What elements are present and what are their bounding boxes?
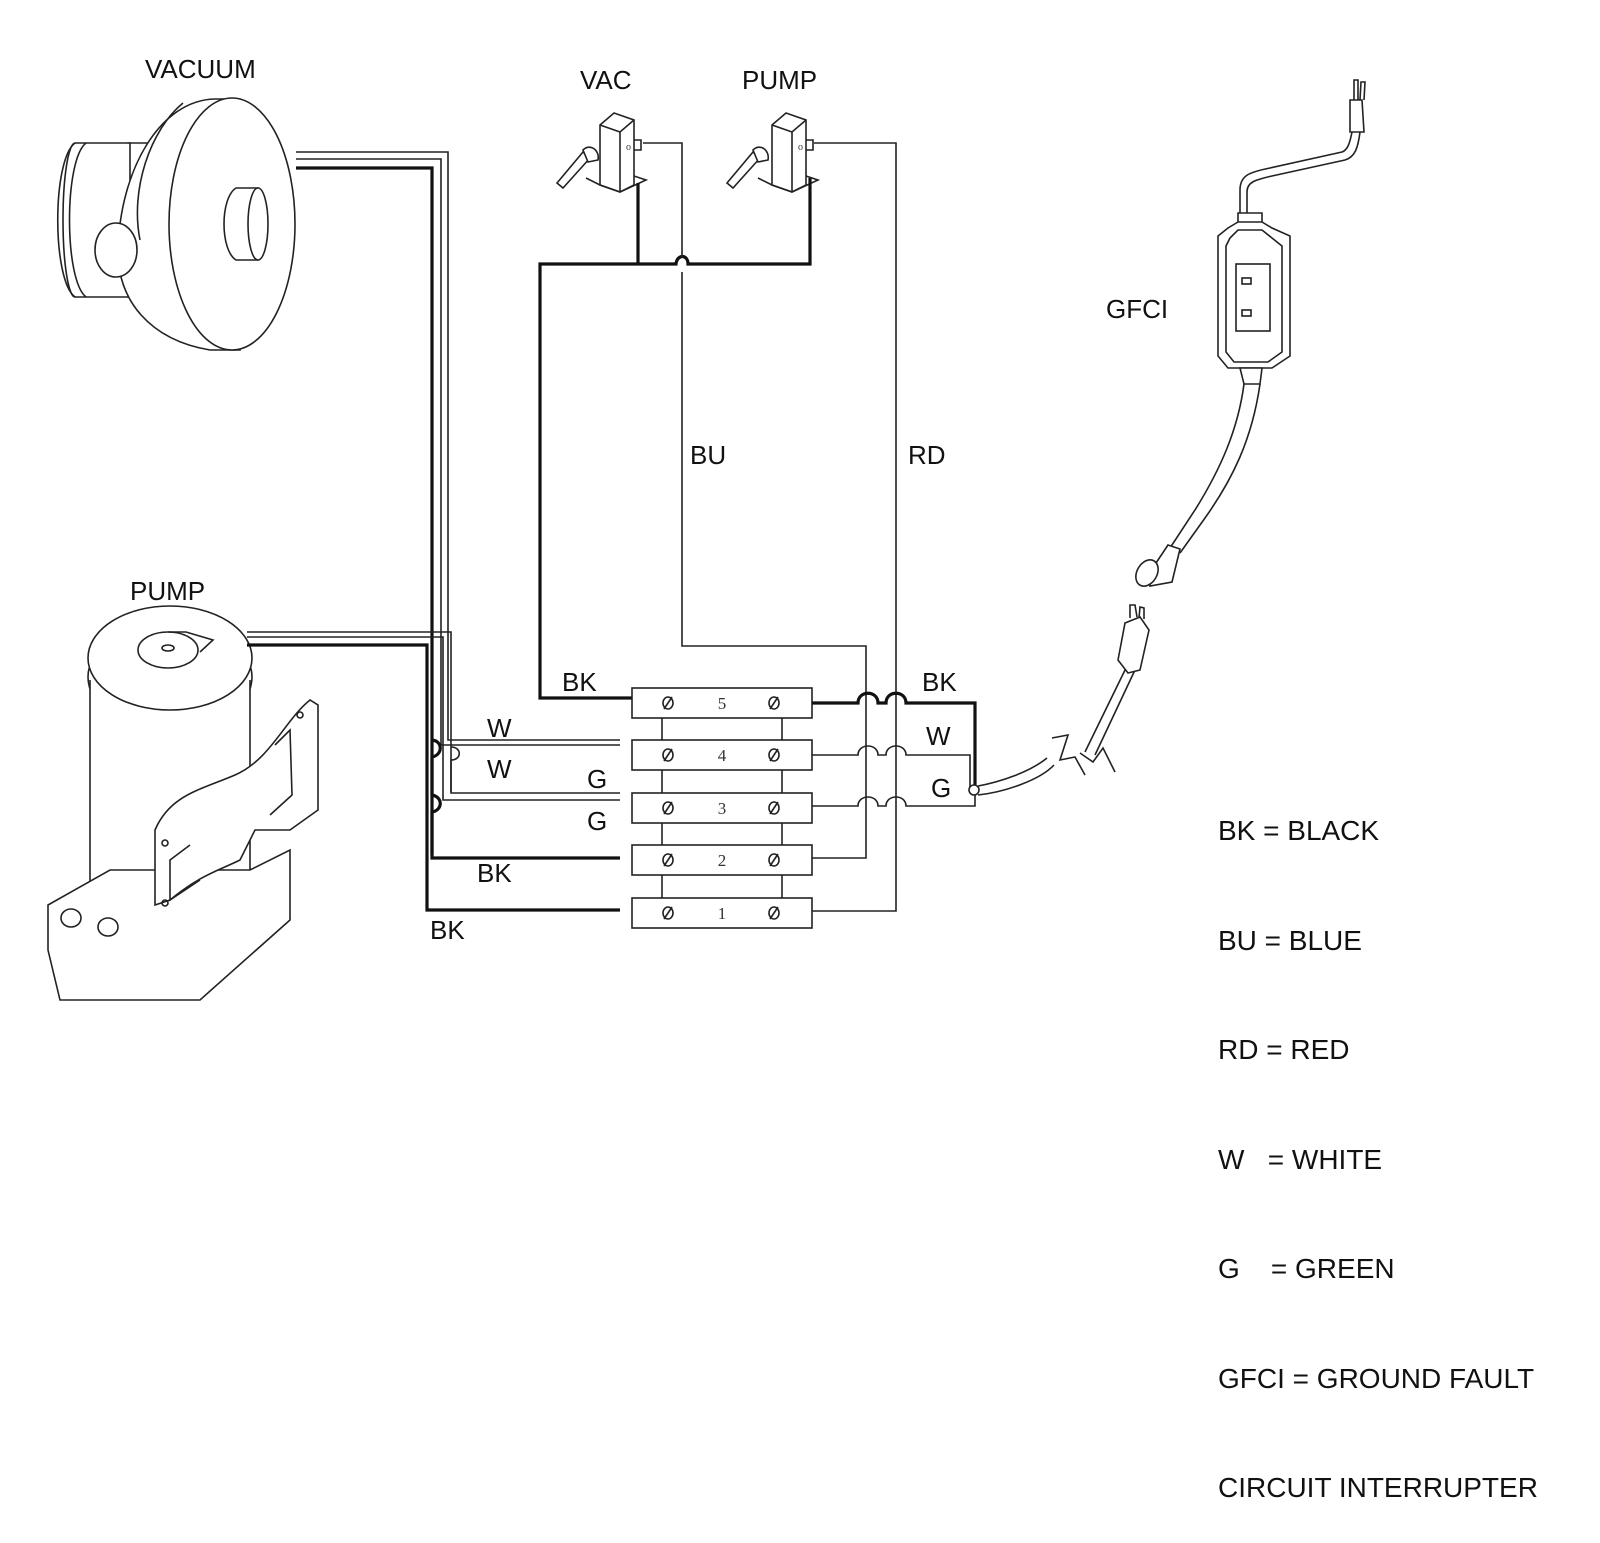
screw-icon	[662, 906, 674, 920]
wire-crossovers-left	[430, 738, 620, 860]
wire-label-g-lower: G	[587, 806, 607, 836]
wire-label-bk-right: BK	[922, 667, 957, 697]
terminal-block: 5 4 3 2 1	[631, 687, 813, 929]
pump-switch-icon: o	[725, 112, 821, 193]
wire-label-blue: BU	[690, 440, 726, 470]
terminal-strip	[631, 792, 813, 824]
wire-label-w-upper: W	[487, 713, 512, 743]
wire-label-bk-t2: BK	[477, 858, 512, 888]
pump-motor-label: PUMP	[130, 576, 205, 606]
vacuum-cord	[296, 151, 620, 855]
terminal-strip	[631, 739, 813, 771]
pump-switch-label: PUMP	[742, 65, 817, 95]
legend-item-red: RD = RED	[1218, 1034, 1350, 1065]
terminal-number: 1	[718, 904, 727, 923]
screw-icon	[768, 906, 780, 920]
wire-label-bk-t1: BK	[430, 915, 465, 945]
terminal-number: 5	[718, 694, 727, 713]
vacuum-motor-icon	[56, 97, 296, 351]
terminal-strip	[631, 844, 813, 876]
screw-icon	[768, 853, 780, 867]
wire-label-w-right: W	[926, 721, 951, 751]
wire-label-g-upper: G	[587, 764, 607, 794]
svg-text:o: o	[798, 142, 803, 153]
vac-switch-label: VAC	[580, 65, 632, 95]
screw-icon	[768, 748, 780, 762]
terminal-2: 2	[631, 844, 813, 876]
legend-item-black: BK = BLACK	[1218, 815, 1380, 846]
wire-label-bk-t5: BK	[562, 667, 597, 697]
terminal-4: 4	[631, 739, 813, 771]
terminal-strip	[631, 897, 813, 929]
legend-item-blue: BU = BLUE	[1218, 924, 1362, 956]
screw-icon	[662, 696, 674, 710]
terminal-3: 3	[631, 792, 813, 824]
terminal-5: 5	[631, 687, 813, 719]
screw-icon	[662, 748, 674, 762]
terminal-number: 2	[718, 851, 727, 870]
pump-cord	[247, 631, 620, 912]
vac-switch-icon: o	[555, 112, 649, 193]
legend-item-gfci-cont: CIRCUIT INTERRUPTER	[1218, 1472, 1538, 1503]
wire-label-w-lower: W	[487, 754, 512, 784]
terminal-strip	[631, 687, 813, 719]
vacuum-label: VACUUM	[145, 54, 256, 84]
terminal-1: 1	[631, 897, 813, 929]
terminal-number: 4	[718, 746, 727, 765]
wire-color-legend: BK = BLACK BU = BLUE RD = RED W = WHITE …	[1218, 740, 1538, 1543]
legend-item-white: W = WHITE	[1218, 1143, 1383, 1175]
svg-text:o: o	[626, 142, 631, 153]
pump-motor-icon	[47, 605, 319, 1001]
wiring-diagram: VACUUM PUMP	[47, 54, 1366, 1001]
screw-icon	[768, 801, 780, 815]
wire-label-red: RD	[908, 440, 946, 470]
power-plug-icon	[1051, 604, 1150, 776]
screw-icon	[662, 801, 674, 815]
screw-icon	[768, 696, 780, 710]
screw-icon	[662, 853, 674, 867]
gfci-label: GFCI	[1106, 294, 1168, 324]
terminal-number: 3	[718, 799, 727, 818]
switch-wiring	[538, 142, 897, 912]
legend-item-gfci: GFCI = GROUND FAULT	[1218, 1362, 1535, 1394]
legend-item-green: G = GREEN	[1218, 1253, 1395, 1284]
wire-label-g-right: G	[931, 773, 951, 803]
power-cord-wiring	[812, 691, 1055, 807]
gfci-icon	[1135, 79, 1366, 587]
